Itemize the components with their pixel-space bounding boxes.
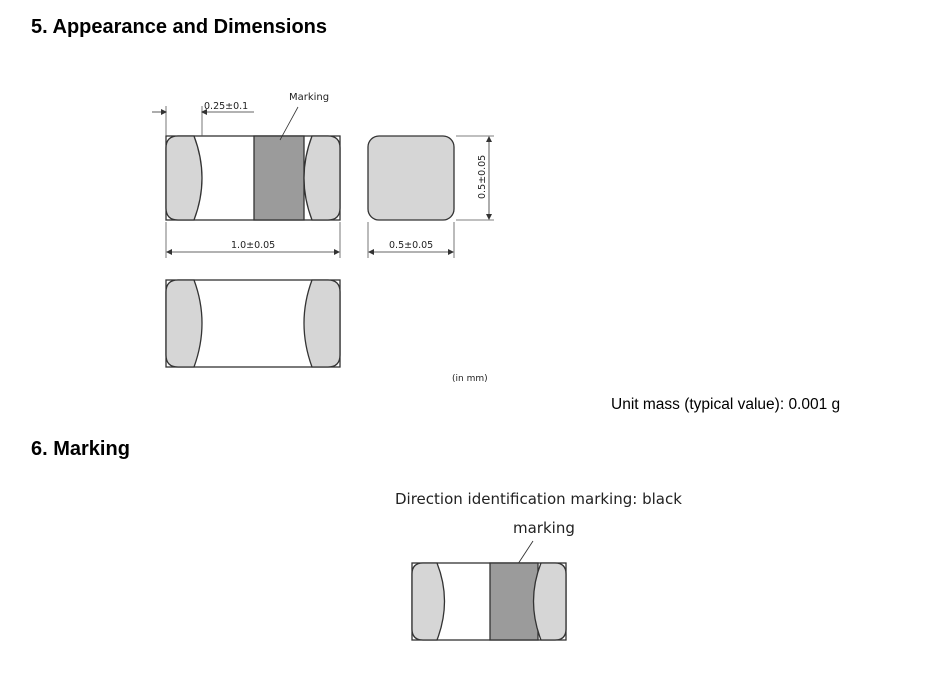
marking-band [253, 135, 305, 221]
marking-leader-label: marking [513, 519, 575, 537]
marking-left-terminal [411, 562, 446, 641]
section-6-heading: 6. Marking [31, 438, 130, 460]
length-dim-label: 1.0±0.05 [231, 240, 275, 251]
left-terminal [165, 135, 203, 221]
chip-top-view [165, 135, 341, 221]
units-note: (in mm) [452, 374, 488, 384]
terminal-dimension: 0.25±0.1 [152, 101, 254, 136]
marking-caption: Direction identification marking: black [395, 490, 682, 508]
marking-leader: Marking [279, 92, 329, 141]
chip-marking-view [411, 562, 567, 641]
end-width-dimension: 0.5±0.05 [367, 222, 455, 258]
right-terminal [303, 135, 341, 221]
direction-mark-band [489, 562, 539, 641]
side-left-terminal [165, 279, 203, 368]
end-height-dimension: 0.5±0.05 [456, 135, 494, 221]
marking-right-terminal [532, 562, 567, 641]
marking-label: Marking [289, 92, 329, 103]
end-height-dim-label: 0.5±0.05 [477, 155, 488, 199]
terminal-dim-label: 0.25±0.1 [204, 101, 248, 112]
length-dimension: 1.0±0.05 [165, 222, 341, 258]
chip-end-view [367, 135, 455, 221]
section-5-heading: 5. Appearance and Dimensions [31, 16, 328, 38]
end-width-dim-label: 0.5±0.05 [389, 240, 433, 251]
side-right-terminal [303, 279, 341, 368]
unit-mass-text: Unit mass (typical value): 0.001 g [611, 396, 841, 413]
chip-side-view [165, 279, 341, 368]
